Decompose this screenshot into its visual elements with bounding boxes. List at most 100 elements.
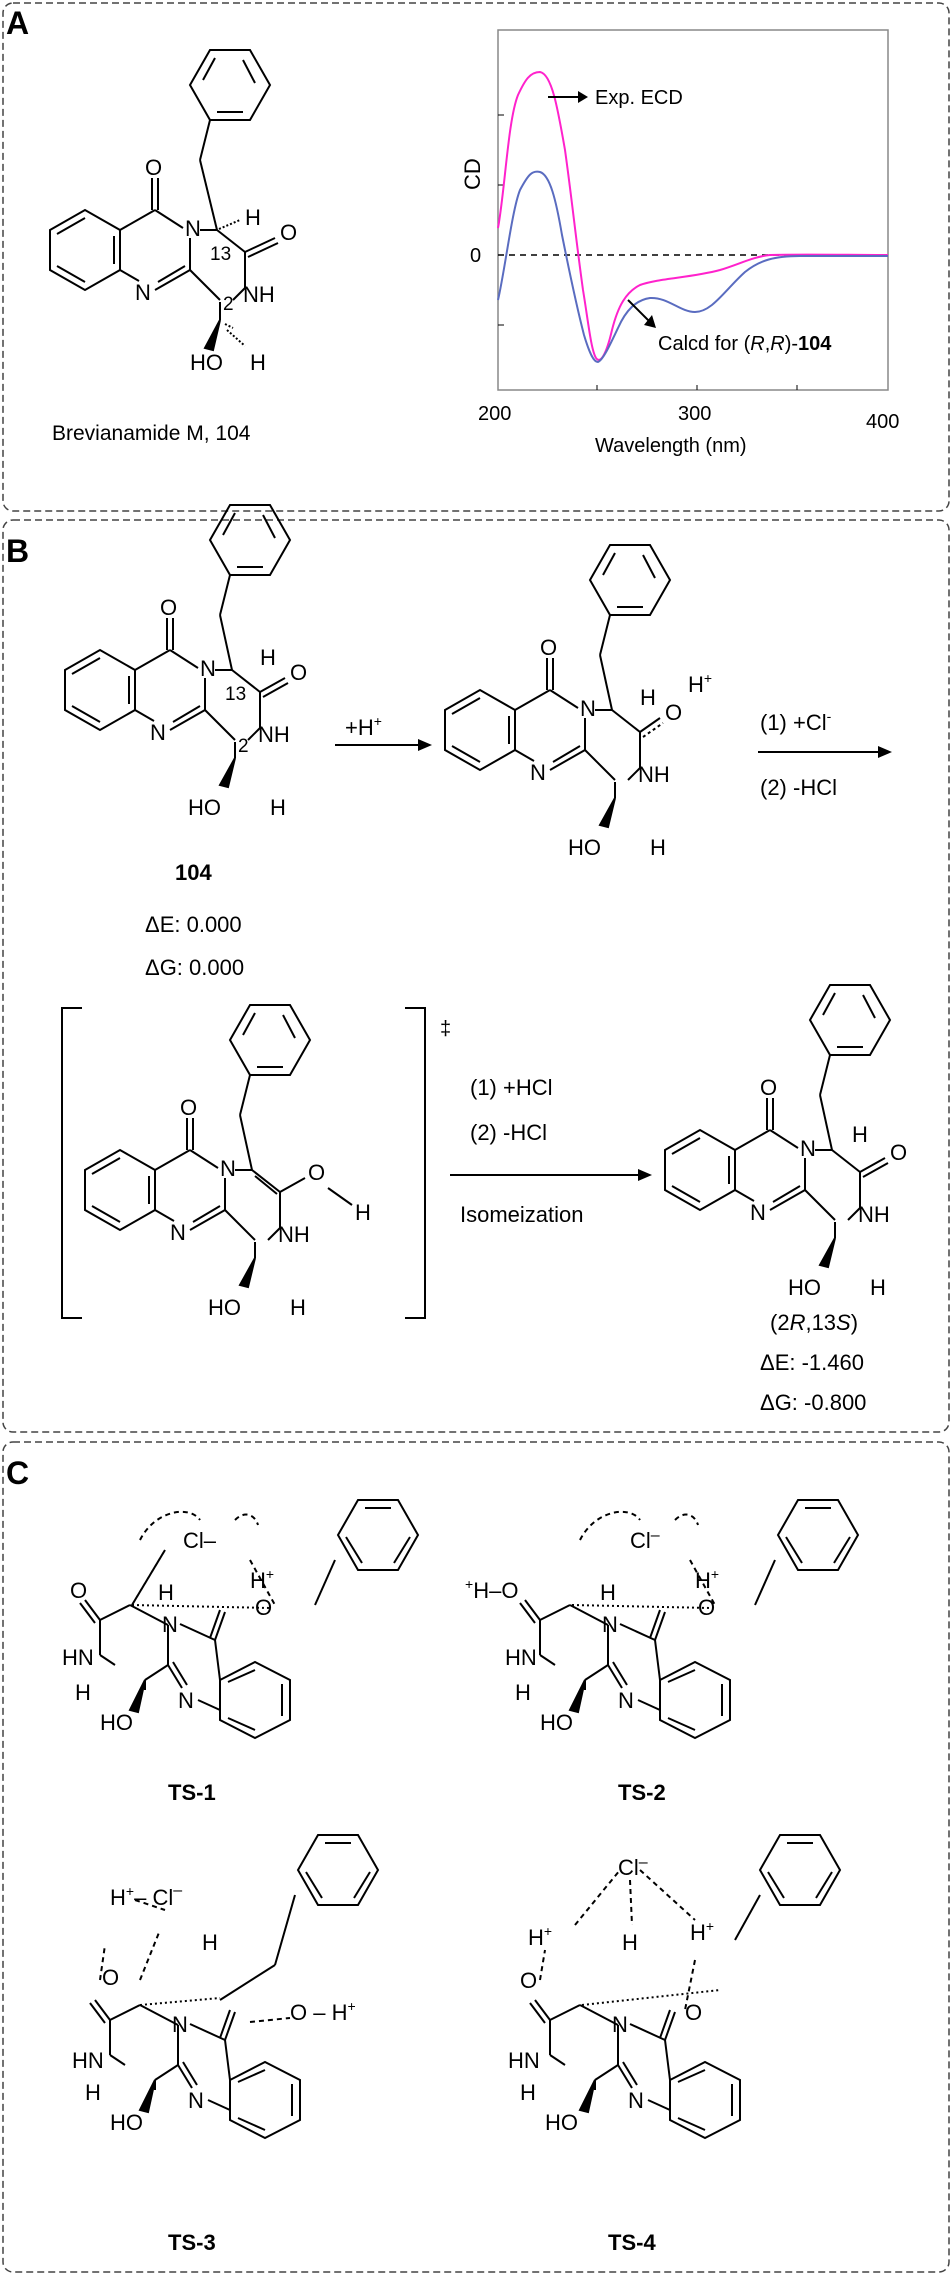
ts3-hplus-cl: H+– Cl– <box>110 1882 182 1910</box>
ts-4-label: TS-4 <box>608 2230 656 2255</box>
prod-n2: N <box>800 1136 816 1161</box>
ts4-hn: HN <box>508 2048 540 2073</box>
prod-h2: H <box>870 1275 886 1300</box>
b-arrow-1-label: +H+ <box>345 713 382 740</box>
ts-2-labels: Cl– H+ H +H–O O HN N N H HO TS-2 <box>465 1527 719 1805</box>
ecd-exp-curve <box>497 70 889 361</box>
b-product-dg: ΔG: -0.800 <box>760 1390 866 1415</box>
ecd-ylabel: CD <box>460 158 485 190</box>
b-arrow-2-step1: (1) +Cl- <box>760 708 832 735</box>
int-o2: O <box>665 700 682 725</box>
calc-arrow-line <box>627 299 651 323</box>
ts3-h2: H <box>85 2080 101 2105</box>
ts4-cl: Cl– <box>618 1854 648 1880</box>
ts-dagger: ‡ <box>440 1018 451 1040</box>
enol-h: H <box>355 1200 371 1225</box>
panel-b-letter: B <box>6 533 29 569</box>
ts2-hplus: H+ <box>695 1566 719 1593</box>
ts3-ho: HO <box>110 2110 143 2135</box>
prod-ho: HO <box>788 1275 821 1300</box>
ts-2-structure <box>519 1499 859 1739</box>
ts1-cl: Cl– <box>183 1528 217 1553</box>
prod-o: O <box>760 1075 777 1100</box>
atom-h13: H <box>245 205 261 230</box>
prod-o2: O <box>890 1140 907 1165</box>
ecd-xtick-300: 300 <box>678 403 711 425</box>
ts-1-labels: Cl– H+ H O O HN N N H HO TS-1 <box>62 1528 274 1805</box>
exp-arrow-head <box>578 91 588 103</box>
b104-loc2: 2 <box>238 736 249 757</box>
ts4-hplus-right: H+ <box>690 1918 714 1945</box>
ts-3-structure <box>89 1834 379 2139</box>
ts-1-structure <box>79 1499 419 1739</box>
atom-o-amide: O <box>280 220 297 245</box>
ts2-hn: HN <box>505 1645 537 1670</box>
int-h13: H <box>640 685 656 710</box>
enol-o2: O <box>308 1160 325 1185</box>
ts2-ho: HO <box>540 1710 573 1735</box>
ts4-n2: N <box>628 2088 644 2113</box>
ts-3-labels: H+– Cl– H O O – H+ HN N N H HO TS-3 <box>72 1882 356 2255</box>
panel-b-frame <box>2 519 950 1433</box>
b-compound-de: ΔE: 0.000 <box>145 912 242 937</box>
ts3-o-left: O <box>102 1965 119 1990</box>
enol-o: O <box>180 1095 197 1120</box>
ts1-o-left: O <box>70 1578 87 1603</box>
ts4-h2: H <box>520 2080 536 2105</box>
exp-ecd-label: Exp. ECD <box>595 87 683 109</box>
ts-1-label: TS-1 <box>168 1780 216 1805</box>
ts4-o-left: O <box>520 1968 537 1993</box>
int-nh: NH <box>638 762 670 787</box>
ts1-n1: N <box>162 1612 178 1637</box>
ts-2-label: TS-2 <box>618 1780 666 1805</box>
ts4-h: H <box>622 1930 638 1955</box>
enol-h2: H <box>290 1295 306 1320</box>
int-hplus: H+ <box>688 670 712 697</box>
b-product-label: (2R,13S) <box>770 1310 858 1335</box>
b104-nh: NH <box>258 722 290 747</box>
ts2-n2: N <box>618 1688 634 1713</box>
ecd-calc-curve <box>497 170 888 364</box>
ts1-hn: HN <box>62 1645 94 1670</box>
int-n: N <box>530 760 546 785</box>
ts1-h2: H <box>75 1680 91 1705</box>
ts3-n1: N <box>172 2012 188 2037</box>
ts4-ho: HO <box>545 2110 578 2135</box>
b-compound-dg: ΔG: 0.000 <box>145 955 244 980</box>
b-protonated-intermediate: O N N O H+ NH H HO H <box>444 544 712 860</box>
enol-n: N <box>170 1220 186 1245</box>
ts1-ho: HO <box>100 1710 133 1735</box>
locant-13: 13 <box>210 244 231 265</box>
compound-caption: Brevianamide M, 104 <box>52 422 251 445</box>
ecd-xlabel: Wavelength (nm) <box>595 435 747 457</box>
b104-o: O <box>160 595 177 620</box>
panel-a-frame <box>2 2 950 512</box>
enol-nh: NH <box>278 1222 310 1247</box>
ts4-n1: N <box>612 2012 628 2037</box>
b104-o2: O <box>290 660 307 685</box>
panel-c-frame <box>2 1441 950 2273</box>
atom-nh: NH <box>243 282 275 307</box>
b104-loc13: 13 <box>225 684 246 705</box>
ts2-o-right: O <box>698 1595 715 1620</box>
b104-h13: H <box>260 645 276 670</box>
b-arrow-3-step2: (2) -HCl <box>470 1120 547 1145</box>
prod-n: N <box>750 1200 766 1225</box>
enol-ho: HO <box>208 1295 241 1320</box>
ts2-h2: H <box>515 1680 531 1705</box>
compound-104-structure: O N N O NH H HO H 13 2 <box>49 49 297 375</box>
ecd-plot: CD 0 200 300 400 Wavelength (nm) Exp. EC… <box>460 29 899 457</box>
atom-ho: HO <box>190 350 223 375</box>
atom-n-bridge: N <box>185 216 201 241</box>
int-ho: HO <box>568 835 601 860</box>
atom-n-ring: N <box>135 280 151 305</box>
int-h2: H <box>650 835 666 860</box>
b-enol-intermediate: O N N O H NH HO H <box>84 1004 371 1320</box>
b-arrow-3-step3: Isomeization <box>460 1202 584 1227</box>
b-arrow-1-head <box>418 739 432 751</box>
ts-bracket-left <box>61 1007 82 1319</box>
atom-h2: H <box>250 350 266 375</box>
int-n2: N <box>580 696 596 721</box>
